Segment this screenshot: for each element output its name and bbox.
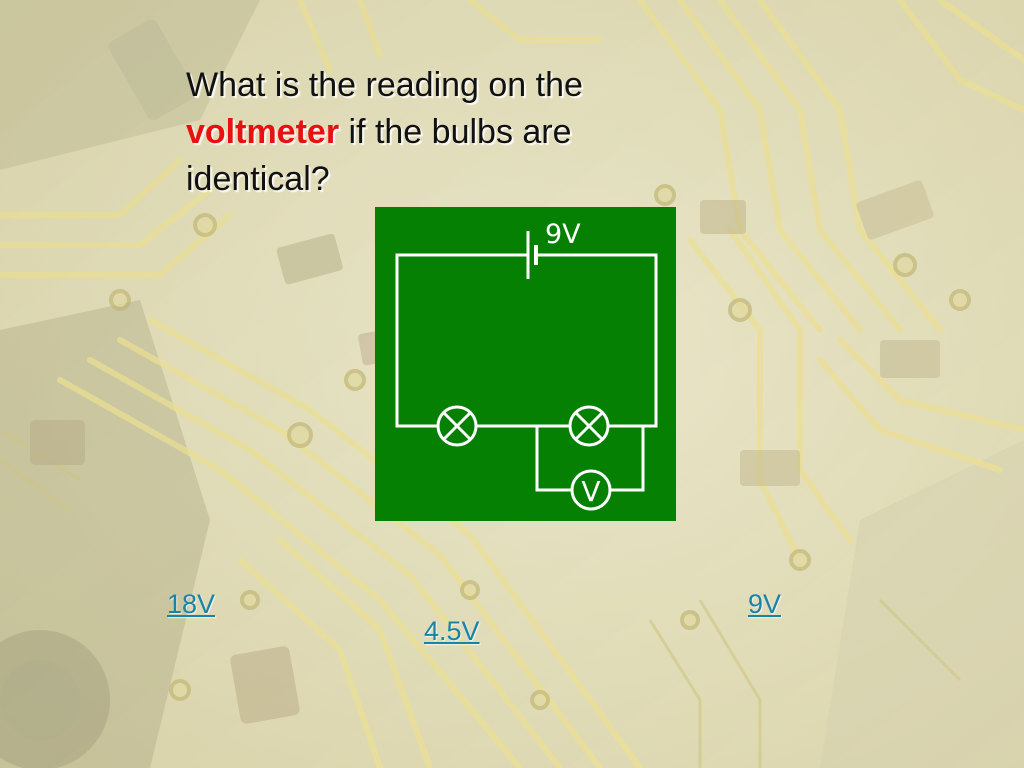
highlight-word-voltmeter: voltmeter bbox=[186, 113, 340, 151]
bulb-1-icon bbox=[436, 405, 478, 447]
circuit-diagram: 9V V bbox=[375, 207, 676, 521]
wire-meter-left bbox=[535, 424, 574, 492]
wire-right bbox=[534, 253, 658, 428]
answer-option-9v[interactable]: 9V bbox=[748, 589, 782, 619]
voltmeter-label: V bbox=[581, 475, 600, 508]
diagram-board bbox=[375, 207, 676, 521]
question-text-before: What is the reading on the bbox=[186, 66, 583, 104]
question-text: What is the reading on the voltmeter if t… bbox=[186, 62, 666, 203]
question-text-after: if the bulbs are identical? bbox=[186, 113, 572, 198]
battery-label: 9V bbox=[545, 219, 581, 250]
wire-left bbox=[395, 253, 530, 428]
wire-meter-right bbox=[608, 424, 645, 492]
answer-option-18v[interactable]: 18V bbox=[167, 589, 216, 619]
bulb-2-icon bbox=[568, 405, 610, 447]
voltmeter-icon: V bbox=[570, 469, 612, 511]
answer-option-4-5v[interactable]: 4.5V bbox=[424, 616, 480, 646]
